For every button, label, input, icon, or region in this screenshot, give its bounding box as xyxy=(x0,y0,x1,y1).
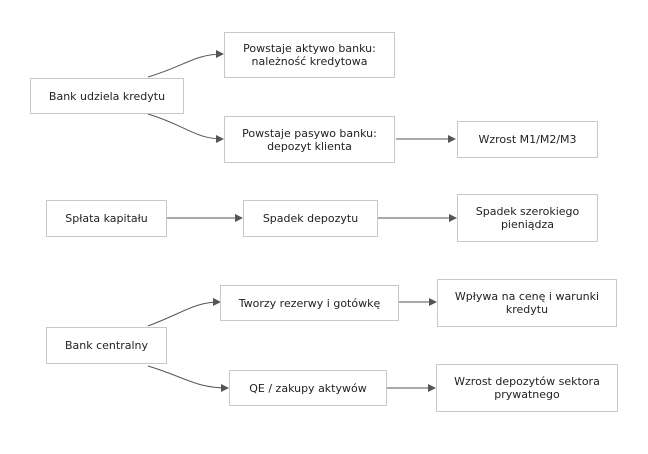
node-deposit-drop-label: Spadek depozytu xyxy=(262,212,359,225)
node-repayment: Spłata kapitału xyxy=(46,200,167,237)
node-private-deposits: Wzrost depozytów sektora prywatnego xyxy=(436,364,618,412)
node-reserves: Tworzy rezerwy i gotówkę xyxy=(220,285,399,321)
node-asset: Powstaje aktywo banku: należność kredyto… xyxy=(224,32,395,78)
node-central-bank-label: Bank centralny xyxy=(64,339,149,352)
arrow-central-bank-to-qe xyxy=(147,365,229,392)
node-price-impact: Wpływa na cenę i warunki kredytu xyxy=(437,279,617,327)
node-bank-credit-label: Bank udziela kredytu xyxy=(48,89,166,103)
node-qe: QE / zakupy aktywów xyxy=(229,370,387,406)
node-deposit-drop: Spadek depozytu xyxy=(243,200,378,237)
node-qe-label: QE / zakupy aktywów xyxy=(249,381,367,395)
node-price-impact-label: Wpływa na cenę i warunki kredytu xyxy=(454,290,600,316)
node-liability-label: Powstaje pasywo banku: depozyt klienta xyxy=(242,126,377,153)
arrow-credit-to-asset xyxy=(147,50,224,78)
node-bank-credit: Bank udziela kredytu xyxy=(30,78,184,114)
node-repayment-label: Spłata kapitału xyxy=(65,212,148,225)
node-m-growth: Wzrost M1/M2/M3 xyxy=(457,121,598,158)
node-broad-money-drop-label: Spadek szerokiego pieniądza xyxy=(475,205,580,231)
node-m-growth-label: Wzrost M1/M2/M3 xyxy=(478,133,577,146)
node-asset-label: Powstaje aktywo banku: należność kredyto… xyxy=(243,42,376,68)
node-liability: Powstaje pasywo banku: depozyt klienta xyxy=(224,116,395,163)
arrow-central-bank-to-reserves xyxy=(147,298,221,327)
node-central-bank: Bank centralny xyxy=(46,327,167,364)
node-private-deposits-label: Wzrost depozytów sektora prywatnego xyxy=(454,375,600,401)
arrow-credit-to-liability xyxy=(147,113,224,143)
node-broad-money-drop: Spadek szerokiego pieniądza xyxy=(457,194,598,242)
node-reserves-label: Tworzy rezerwy i gotówkę xyxy=(238,296,381,310)
